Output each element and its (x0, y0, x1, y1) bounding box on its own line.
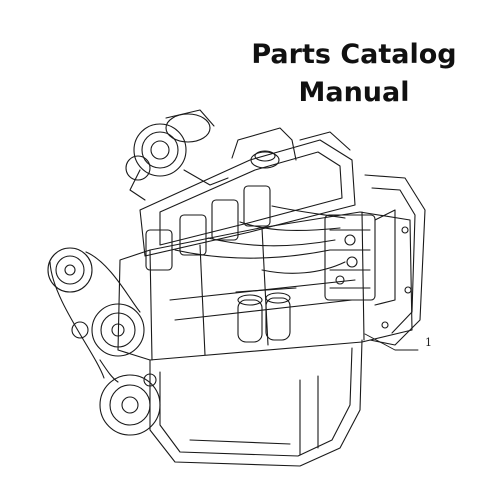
page-title: Parts Catalog Manual (238, 36, 470, 112)
flywheel-housing (364, 174, 426, 346)
turbocharger (125, 109, 229, 201)
title-line-1: Parts Catalog (251, 39, 457, 70)
title-line-2: Manual (298, 77, 410, 108)
callout-number: 1 (425, 336, 432, 349)
front-pulleys (47, 247, 161, 436)
cylinder-head (139, 127, 356, 257)
engine-block (117, 211, 413, 361)
fuel-lines (145, 185, 346, 274)
callout-leader (364, 333, 419, 351)
oil-pan (149, 339, 363, 467)
injection-pump (324, 209, 396, 306)
fuel-filters (235, 287, 297, 343)
